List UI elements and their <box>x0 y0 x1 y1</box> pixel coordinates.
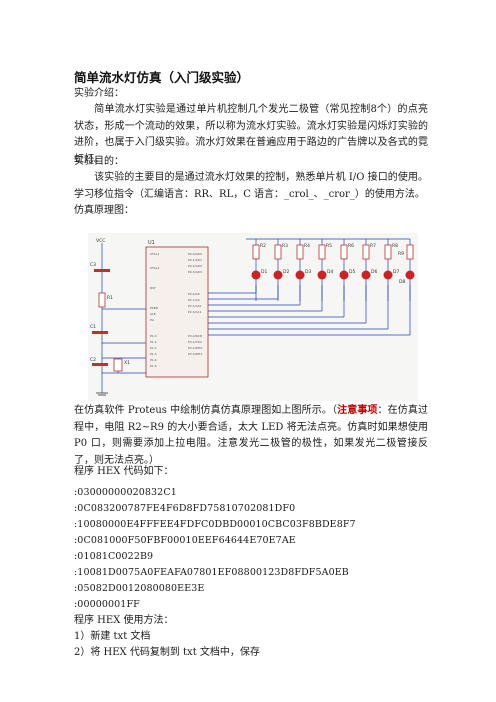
led-d4 <box>317 270 327 280</box>
led-d3 <box>295 270 305 280</box>
led-label-d2: D2 <box>283 269 289 275</box>
svg-text:P0.0/AD0: P0.0/AD0 <box>188 252 202 256</box>
led-d7 <box>383 270 393 280</box>
crystal-label: X1 <box>124 360 130 366</box>
resistor-label-r2: R2 <box>260 243 266 249</box>
doc-title: 简单流水灯仿真（入门级实验） <box>74 70 250 85</box>
intro-paragraph: 简单流水灯实验是通过单片机控制几个发光二极管（常见控制8个）的点亮状态，形成一个… <box>74 102 428 168</box>
led-label-d8: D8 <box>399 279 405 285</box>
hex-line: :03000000020832C1 <box>74 487 177 498</box>
resistor-r5 <box>318 244 326 260</box>
usage-step: 1）新建 txt 文档 <box>74 631 151 642</box>
hex-line: :10080000E4FFFEE4FDFC0DBD00010CBC03F8BDE… <box>74 519 356 530</box>
usage-heading: 程序 HEX 使用方法： <box>74 615 174 626</box>
led-label-d7: D7 <box>393 269 399 275</box>
intro-text: 简单流水灯实验是通过单片机控制几个发光二极管（常见控制8个）的点亮状态，形成一个… <box>74 104 428 165</box>
resistor-r3 <box>274 244 282 260</box>
resistor-label-r4: R4 <box>304 243 310 249</box>
purpose-heading: 实验目的： <box>74 156 124 167</box>
capacitor-label-c1: C1 <box>90 324 96 330</box>
hex-line: :01081C0022B9 <box>74 551 154 562</box>
hex-line: :0C083200787FE4F6D8FD75810702081DF0 <box>74 503 296 514</box>
svg-text:P2.2/A10: P2.2/A10 <box>188 304 202 308</box>
crystal-x1 <box>113 358 123 372</box>
led-label-d6: D6 <box>371 269 377 275</box>
svg-text:P1.0: P1.0 <box>150 334 157 338</box>
led-label-d3: D3 <box>305 269 311 275</box>
resistor-array <box>252 244 414 260</box>
resistor-r9 <box>406 244 414 260</box>
led-d8 <box>405 270 415 280</box>
resistor-r2 <box>252 244 260 260</box>
svg-text:P0.1/AD1: P0.1/AD1 <box>188 258 202 262</box>
hex-line: :00000001FF <box>74 599 140 610</box>
svg-text:P3.3/INT1: P3.3/INT1 <box>188 352 203 356</box>
note-text-after: ：在仿真过程中，电阻 R2~R9 的大小要合适，太大 LED 将无法点亮。仿真时… <box>74 405 428 466</box>
svg-text:P1.1: P1.1 <box>150 340 157 344</box>
purpose-paragraph: 该实验的主要目的是通过流水灯效果的控制，熟悉单片机 I/O 接口的使用。学习移位… <box>74 170 428 203</box>
hex-line: :10081D0075A0FEAFA07801EF08800123D8FDF5A… <box>74 567 349 578</box>
intro-heading: 实验介绍： <box>74 88 124 99</box>
led-label-d1: D1 <box>261 269 267 275</box>
led-label-d4: D4 <box>327 269 333 275</box>
mcu-label: U1 <box>148 240 155 246</box>
svg-text:P2.1/A9: P2.1/A9 <box>188 298 200 302</box>
vcc-label: VCC <box>96 238 105 244</box>
capacitor-c3 <box>94 269 110 272</box>
svg-text:P3.1/TXD: P3.1/TXD <box>188 340 202 344</box>
hex-line: :05082D0012080080EE3E <box>74 583 205 594</box>
resistor-r7 <box>362 244 370 260</box>
note-paragraph: 在仿真软件 Proteus 中绘制仿真仿真原理图如上图所示。（注意事项：在仿真过… <box>74 403 428 469</box>
resistor-r4 <box>296 244 304 260</box>
svg-text:P0.2/AD2: P0.2/AD2 <box>188 264 202 268</box>
capacitor-c1 <box>92 331 108 334</box>
resistor-label-r1: R1 <box>107 295 113 301</box>
led-d1 <box>251 270 261 280</box>
svg-text:RST: RST <box>150 286 156 290</box>
svg-text:P1.5: P1.5 <box>150 364 157 368</box>
resistor-label-r3: R3 <box>282 243 288 249</box>
svg-text:XTAL2: XTAL2 <box>150 266 159 270</box>
led-d6 <box>361 270 371 280</box>
resistor-label-r6: R6 <box>348 243 354 249</box>
hex-line: :0C081000F50FBF00010EEF64644E70E7AE <box>74 535 296 546</box>
svg-text:P2.3/A11: P2.3/A11 <box>188 310 202 314</box>
svg-text:XTAL1: XTAL1 <box>150 252 159 256</box>
usage-step: 2）将 HEX 代码复制到 txt 文档中，保存 <box>74 647 260 658</box>
svg-text:EA: EA <box>150 318 155 322</box>
svg-text:P3.2/INT0: P3.2/INT0 <box>188 346 203 350</box>
hex-heading: 程序 HEX 代码如下： <box>74 466 174 477</box>
led-d5 <box>339 270 349 280</box>
resistor-r8 <box>384 244 392 260</box>
schematic-heading: 仿真原理图： <box>74 205 134 216</box>
capacitor-label-c2: C2 <box>90 357 96 363</box>
svg-text:P0.3/AD3: P0.3/AD3 <box>188 270 202 274</box>
svg-text:P1.3: P1.3 <box>150 352 157 356</box>
capacitor-label-c3: C3 <box>90 262 96 268</box>
resistor-label-r7: R7 <box>370 243 376 249</box>
led-d2 <box>273 270 283 280</box>
resistor-label-r5: R5 <box>326 243 332 249</box>
mcu-chip <box>145 246 209 378</box>
resistor-r6 <box>340 244 348 260</box>
svg-text:P3.0/RXD: P3.0/RXD <box>188 334 203 338</box>
svg-text:PSEN: PSEN <box>150 306 158 310</box>
capacitor-c2 <box>92 363 108 366</box>
led-array <box>251 270 415 280</box>
note-text-before: 在仿真软件 Proteus 中绘制仿真仿真原理图如上图所示。（ <box>74 405 338 416</box>
svg-text:P2.0/A8: P2.0/A8 <box>188 292 200 296</box>
svg-text:P1.4: P1.4 <box>150 358 157 362</box>
svg-text:P1.2: P1.2 <box>150 346 157 350</box>
resistor-r1 <box>98 292 106 308</box>
svg-text:ALE: ALE <box>150 312 156 316</box>
resistor-label-r9: R9 <box>398 251 404 257</box>
purpose-text: 该实验的主要目的是通过流水灯效果的控制，熟悉单片机 I/O 接口的使用。学习移位… <box>74 172 428 200</box>
resistor-label-r8: R8 <box>392 243 398 249</box>
note-highlight: 注意事项 <box>337 405 378 416</box>
led-label-d5: D5 <box>349 269 355 275</box>
